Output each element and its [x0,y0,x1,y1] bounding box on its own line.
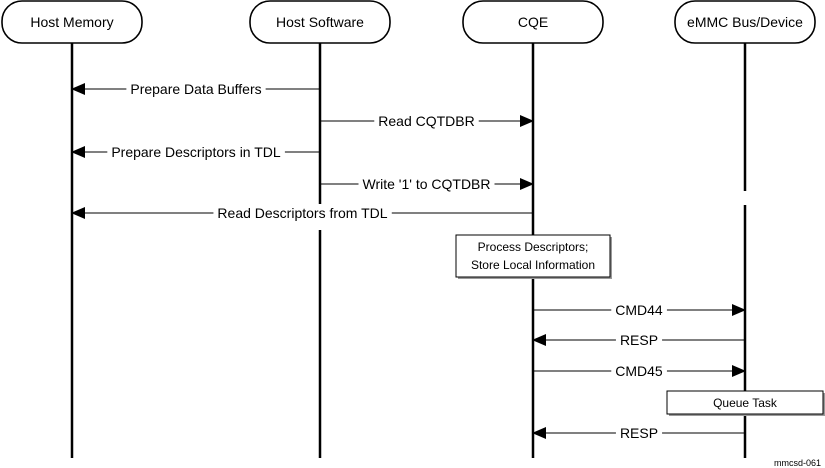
message-label-bg [374,112,479,130]
actor-box [249,0,391,44]
message-5: Read Descriptors from TDL [71,204,533,222]
actor-label: Host Memory [30,14,113,30]
figure-id: mmcsd-061 [774,458,821,468]
message-label: Read CQTDBR [378,113,474,129]
message-label-bg [126,80,266,98]
message-label: Write '1' to CQTDBR [363,176,491,192]
message-4: Write '1' to CQTDBR [320,175,534,193]
message-label: Prepare Descriptors in TDL [111,144,281,160]
actor-emmc: eMMC Bus/Device [674,0,816,44]
note-line: Process Descriptors; [478,240,589,254]
message-label-bg [615,331,663,349]
message-3: Prepare Descriptors in TDL [71,143,320,161]
actor-label: CQE [518,14,548,30]
actor-cqe: CQE [462,0,604,44]
message-label-bg [615,424,663,442]
lifelines [70,43,747,458]
message-label: Read Descriptors from TDL [217,205,387,221]
note-line: Store Local Information [471,258,595,272]
note-box [455,234,611,278]
note-emmc: Queue Task [666,390,825,416]
actor-box [674,0,816,44]
message-1: Prepare Data Buffers [71,80,320,98]
note-cqe: Process Descriptors; Store Local Informat… [455,234,612,279]
actor-label: Host Software [276,14,364,30]
notes: Process Descriptors; Store Local Informat… [455,234,825,416]
actor-label: eMMC Bus/Device [687,14,803,30]
actor-box [1,0,143,44]
actor-host-software: Host Software [249,0,391,44]
message-9: RESP [532,424,745,442]
message-label-bg [611,301,667,319]
note-line: Queue Task [713,396,778,410]
message-label: RESP [620,425,658,441]
actor-host-memory: Host Memory [1,0,143,44]
note-box [666,390,824,415]
message-7: RESP [532,331,745,349]
message-label-bg [611,362,667,380]
message-2: Read CQTDBR [320,112,534,130]
message-label: RESP [620,332,658,348]
message-label-bg [107,143,285,161]
actor-box [462,0,604,44]
message-label: CMD44 [615,302,663,318]
message-label: Prepare Data Buffers [130,81,261,97]
actors: Host Memory Host Software CQE eMMC Bus/Devi… [1,0,816,44]
message-8: CMD45 [533,362,746,380]
message-6: CMD44 [533,301,746,319]
message-label-bg [358,175,495,193]
message-label: CMD45 [615,363,663,379]
message-label-bg [213,204,392,222]
